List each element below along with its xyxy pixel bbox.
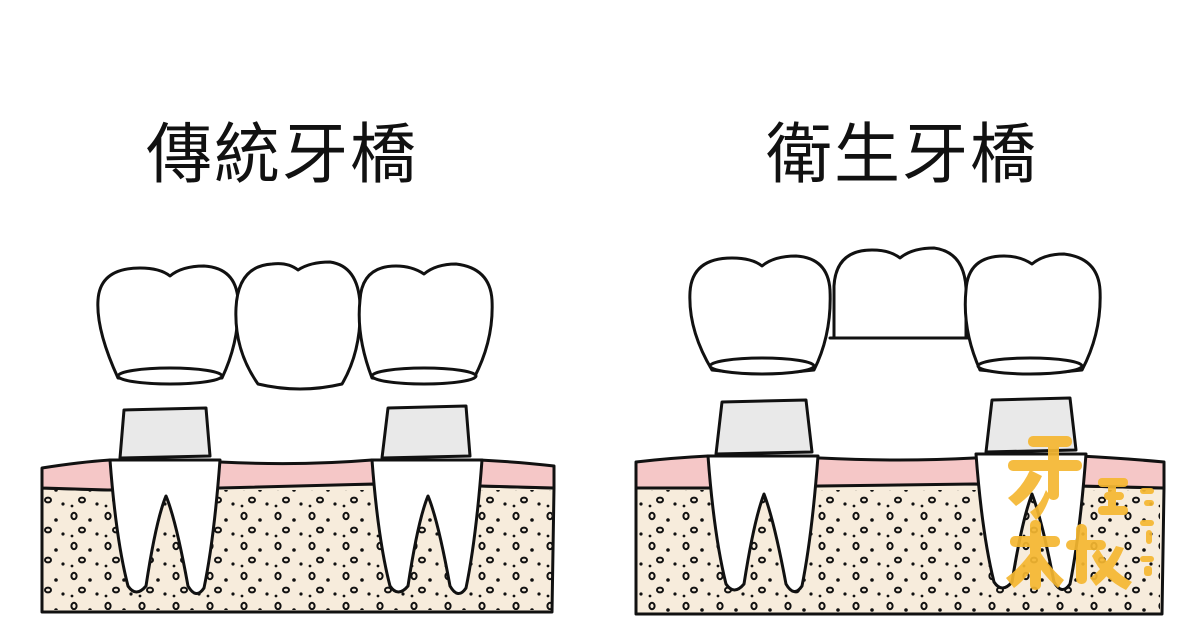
crown-left-2 (357, 262, 494, 383)
traditional-bridge (40, 260, 556, 614)
traditional-bridge-title: 傳統牙橋 (146, 116, 418, 193)
crown-left-2-margin (370, 366, 478, 386)
pontic-right (832, 246, 968, 340)
right-left-abutment-prep (714, 398, 814, 456)
crown-right-1 (688, 254, 832, 375)
right-left-abutment-root (706, 454, 820, 593)
watermark-logo (1006, 436, 1154, 590)
crown-left-1 (96, 264, 240, 382)
crown-right-2-margin (976, 356, 1084, 376)
pontic-left (234, 260, 362, 391)
crown-right-1-margin (708, 356, 816, 376)
right-abutment-root (370, 458, 484, 595)
hygienic-bridge-title: 衛生牙橋 (766, 116, 1038, 193)
crown-right-2 (963, 252, 1102, 375)
left-abutment-prep (118, 406, 212, 460)
right-abutment-prep (380, 404, 472, 460)
left-abutment-root (108, 458, 222, 595)
crown-left-1-margin (116, 366, 224, 386)
